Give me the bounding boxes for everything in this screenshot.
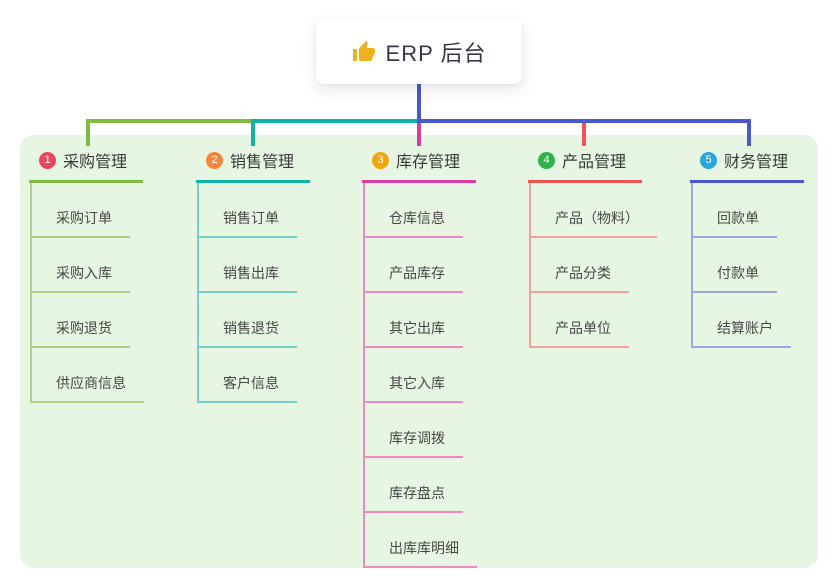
branch-number-badge: 3	[372, 151, 389, 169]
branch-title: 采购管理	[63, 154, 128, 171]
branch-title: 产品管理	[562, 154, 627, 171]
mindmap-background-panel	[20, 135, 818, 568]
child-node[interactable]: 销售出库	[199, 238, 297, 293]
branch-header[interactable]: 2 销售管理	[196, 146, 311, 183]
root-node[interactable]: ERP 后台	[316, 19, 522, 84]
root-node-label: ERP 后台	[385, 40, 487, 66]
thumbs-up-path	[352, 40, 375, 61]
branch-children: 采购订单采购入库采购退货供应商信息	[30, 183, 144, 403]
branch-title: 销售管理	[230, 154, 295, 171]
branch-column-2: 2 销售管理销售订单销售出库销售退货客户信息	[196, 146, 311, 403]
branch-column-3: 3 库存管理仓库信息产品库存其它出库其它入库库存调拨库存盘点出库库明细	[362, 146, 477, 568]
child-node[interactable]: 销售退货	[199, 293, 297, 348]
child-node[interactable]: 销售订单	[199, 183, 297, 238]
branch-header[interactable]: 3 库存管理	[362, 146, 477, 183]
branch-column-5: 5 财务管理回款单付款单结算账户	[690, 146, 805, 348]
child-node[interactable]: 客户信息	[199, 348, 297, 403]
branch-title: 库存管理	[396, 154, 461, 171]
branch-children: 产品（物料）产品分类产品单位	[529, 183, 657, 348]
child-node[interactable]: 采购入库	[32, 238, 130, 293]
thumbs-up-icon	[352, 40, 376, 64]
child-node[interactable]: 库存盘点	[365, 458, 463, 513]
child-node[interactable]: 供应商信息	[32, 348, 144, 403]
child-node[interactable]: 产品单位	[531, 293, 629, 348]
branch-column-1: 1 采购管理采购订单采购入库采购退货供应商信息	[29, 146, 144, 403]
branch-number-badge: 1	[39, 151, 56, 169]
child-node[interactable]: 出库库明细	[365, 513, 477, 568]
branch-children: 仓库信息产品库存其它出库其它入库库存调拨库存盘点出库库明细	[363, 183, 477, 568]
branch-number-badge: 2	[206, 151, 223, 169]
child-node[interactable]: 付款单	[693, 238, 777, 293]
child-node[interactable]: 库存调拨	[365, 403, 463, 458]
branch-children: 销售订单销售出库销售退货客户信息	[197, 183, 297, 403]
branch-column-4: 4 产品管理产品（物料）产品分类产品单位	[528, 146, 657, 348]
branch-header[interactable]: 5 财务管理	[690, 146, 805, 183]
branch-number-badge: 4	[538, 151, 555, 169]
child-node[interactable]: 仓库信息	[365, 183, 463, 238]
child-node[interactable]: 结算账户	[693, 293, 791, 348]
child-node[interactable]: 回款单	[693, 183, 777, 238]
branch-title: 财务管理	[724, 154, 789, 171]
branch-children: 回款单付款单结算账户	[691, 183, 791, 348]
branch-header[interactable]: 1 采购管理	[29, 146, 144, 183]
branch-number-badge: 5	[700, 151, 717, 169]
branch-header[interactable]: 4 产品管理	[528, 146, 643, 183]
child-node[interactable]: 产品分类	[531, 238, 629, 293]
child-node[interactable]: 其它入库	[365, 348, 463, 403]
child-node[interactable]: 产品库存	[365, 238, 463, 293]
child-node[interactable]: 采购订单	[32, 183, 130, 238]
child-node[interactable]: 采购退货	[32, 293, 130, 348]
child-node[interactable]: 产品（物料）	[531, 183, 657, 238]
child-node[interactable]: 其它出库	[365, 293, 463, 348]
